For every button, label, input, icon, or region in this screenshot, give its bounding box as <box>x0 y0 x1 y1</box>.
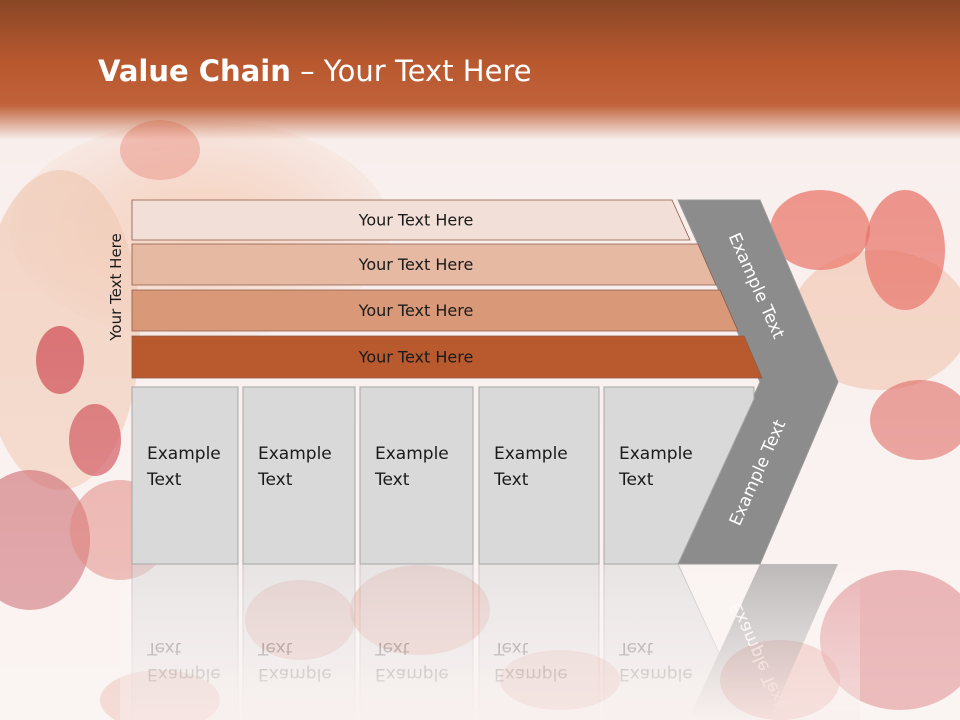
example-box-line2: Text <box>374 470 410 490</box>
header-band <box>0 0 960 140</box>
row-label: Your Text Here <box>358 211 474 230</box>
example-box <box>478 386 600 565</box>
row-band <box>131 199 691 241</box>
example-box <box>359 386 474 565</box>
page-title: Value Chain – Your Text Here <box>98 54 532 94</box>
row-band <box>131 289 739 332</box>
row-label: Your Text Here <box>358 255 474 274</box>
row-band <box>131 335 763 379</box>
title-rest: – Your Text Here <box>290 54 532 88</box>
example-box <box>131 386 239 565</box>
example-box <box>242 386 356 565</box>
example-box-line1: Example <box>494 444 568 464</box>
title-bold: Value Chain <box>98 54 291 88</box>
example-box <box>603 386 755 565</box>
row-label: Your Text Here <box>358 301 474 320</box>
example-box-line1: Example <box>619 444 693 464</box>
reflection: ExampleTextExampleTextExampleTextExample… <box>120 563 860 720</box>
row-label: Your Text Here <box>358 348 474 367</box>
example-box-line2: Text <box>493 470 529 490</box>
row-band <box>131 243 717 286</box>
example-box-line2: Text <box>146 470 182 490</box>
example-box-line1: Example <box>258 444 332 464</box>
example-box-line2: Text <box>618 470 654 490</box>
example-box-line1: Example <box>147 444 221 464</box>
example-box-line2: Text <box>257 470 293 490</box>
example-box-line1: Example <box>375 444 449 464</box>
chevron-arrow <box>677 199 839 565</box>
